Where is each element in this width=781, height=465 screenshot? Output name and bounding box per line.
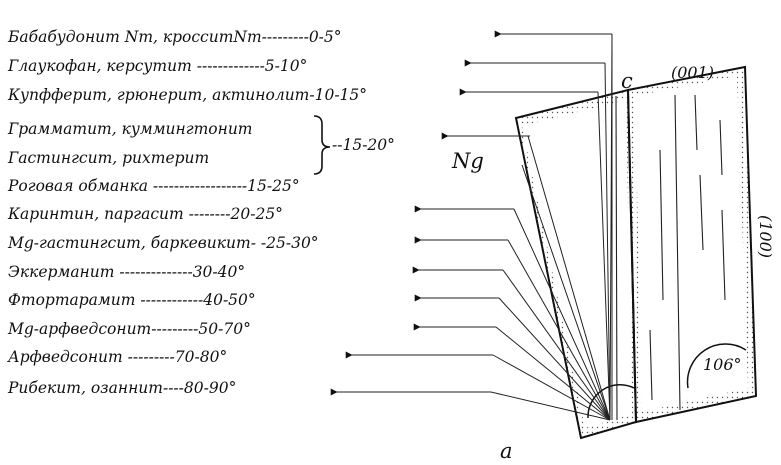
extinction-ray [513, 208, 611, 421]
face-100-label: (100) [756, 215, 775, 258]
mineral-label: Mg-арфведсонит---------50-70° [7, 320, 251, 338]
ng-label: Ng [451, 149, 484, 173]
crystal-face-left-inner [522, 100, 632, 428]
a-axis-label: a [500, 439, 513, 463]
extinction-rays [330, 30, 613, 421]
mineral-label: Арфведсонит ---------70-80° [7, 348, 227, 366]
mineral-label: Бабабудонит Nm, кросситNm---------0-5° [7, 28, 342, 46]
mineral-label: Гастингсит, рихтерит [7, 149, 209, 167]
extinction-ray [498, 297, 611, 421]
c-axis-line [615, 95, 618, 421]
cleavage-line [674, 94, 681, 411]
extinction-ray [490, 391, 611, 421]
cleavage-line [659, 149, 664, 301]
face-001-label: (001) [671, 63, 714, 82]
mineral-label: Грамматит, куммингтонит [7, 120, 253, 138]
extinction-ray [597, 91, 611, 421]
extinction-ray [521, 164, 611, 421]
extinction-ray [507, 239, 611, 421]
cleavage-line [649, 329, 653, 401]
cleavage-line [694, 94, 698, 151]
cleavage-line [699, 174, 704, 251]
c-axis-label: c [621, 69, 633, 93]
mineral-label: Рибекит, озаннит----80-90° [7, 379, 236, 397]
cleavage-line [719, 119, 723, 176]
origin-semicircle [587, 384, 635, 419]
mineral-label: Роговая обманка ------------------15-25° [7, 177, 300, 195]
extinction-ray [502, 269, 611, 421]
crystal-face-right-inner [635, 76, 748, 412]
group-range-label: --15-20° [332, 136, 395, 154]
mineral-label: Эккерманит --------------30-40° [8, 263, 245, 281]
mineral-label: Фтортарамит ------------40-50° [8, 291, 256, 309]
extinction-ray [492, 354, 611, 421]
cleavage-line [721, 209, 726, 301]
mineral-label: Глаукофан, керсутит -------------5-10° [7, 57, 307, 75]
mineral-label: Купфферит, грюнерит, актинолит-10-15° [7, 86, 367, 104]
group-brace [313, 115, 331, 175]
extinction-ray [527, 135, 611, 421]
mineral-label: Каринтин, паргасит --------20-25° [7, 205, 283, 223]
extinction-ray [604, 62, 611, 421]
angle-label: 106° [703, 355, 742, 374]
angle-arc [686, 343, 747, 389]
extinction-ray [495, 326, 611, 421]
mineral-label: Mg-гастингсит, баркевикит- -25-30° [7, 234, 319, 252]
